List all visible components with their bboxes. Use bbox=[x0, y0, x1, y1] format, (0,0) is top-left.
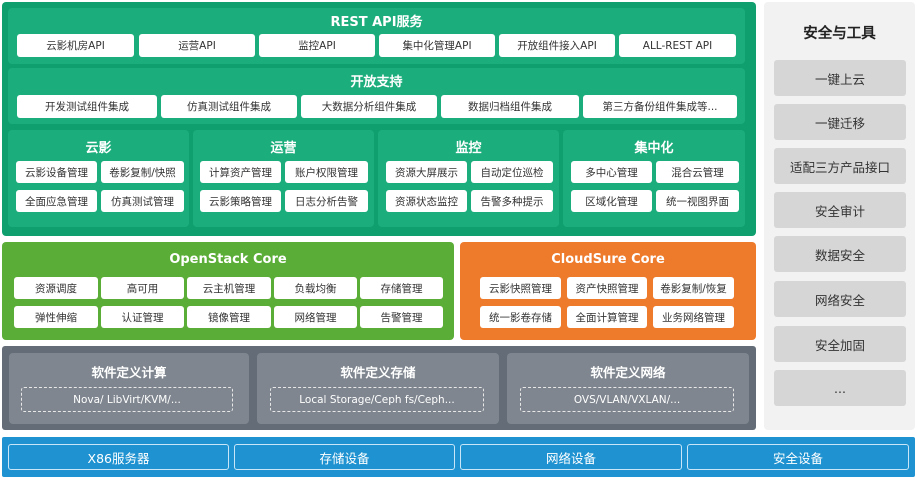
cloudsure-item[interactable]: 资产快照管理 bbox=[567, 277, 647, 299]
module-item[interactable]: 自动定位巡检 bbox=[471, 161, 553, 183]
open-support-item[interactable]: 数据归档组件集成 bbox=[441, 95, 579, 118]
security-item[interactable]: 安全加固 bbox=[774, 326, 906, 362]
rest-api-title: REST API服务 bbox=[330, 15, 423, 30]
openstack-title: OpenStack Core bbox=[169, 252, 287, 267]
module-item[interactable]: 卷影复制/快照 bbox=[101, 161, 184, 183]
open-support-item[interactable]: 大数据分析组件集成 bbox=[301, 95, 437, 118]
security-item-more[interactable]: ... bbox=[774, 370, 906, 406]
sd-network-title: 软件定义网络 bbox=[590, 365, 666, 380]
software-defined-compute bbox=[9, 353, 249, 424]
security-item[interactable]: 数据安全 bbox=[774, 236, 906, 272]
module-item[interactable]: 告警多种提示 bbox=[471, 190, 553, 212]
sd-storage-detail: Local Storage/Ceph fs/Ceph... bbox=[270, 387, 484, 412]
module-item[interactable]: 资源状态监控 bbox=[386, 190, 467, 212]
rest-api-item[interactable]: 监控API bbox=[259, 34, 375, 57]
software-defined-storage bbox=[257, 353, 499, 424]
hardware-item-network[interactable]: 网络设备 bbox=[460, 444, 682, 470]
security-item[interactable]: 一键迁移 bbox=[774, 104, 906, 140]
cloudsure-item[interactable]: 全面计算管理 bbox=[567, 306, 647, 328]
module-item[interactable]: 多中心管理 bbox=[571, 161, 652, 183]
module-item[interactable]: 资源大屏展示 bbox=[386, 161, 467, 183]
security-panel-title: 安全与工具 bbox=[803, 26, 876, 42]
openstack-item[interactable]: 资源调度 bbox=[14, 277, 98, 299]
open-support-title: 开放支持 bbox=[350, 75, 403, 90]
cloudsure-title: CloudSure Core bbox=[551, 252, 665, 267]
hardware-item-x86[interactable]: X86服务器 bbox=[8, 444, 229, 470]
rest-api-item[interactable]: 云影机房API bbox=[17, 34, 134, 57]
security-item[interactable]: 安全审计 bbox=[774, 192, 906, 228]
sd-storage-title: 软件定义存储 bbox=[340, 365, 416, 380]
openstack-item[interactable]: 高可用 bbox=[101, 277, 184, 299]
open-support-item[interactable]: 第三方备份组件集成等... bbox=[583, 95, 737, 118]
sd-compute-detail: Nova/ LibVirt/KVM/... bbox=[21, 387, 233, 412]
hardware-item-storage[interactable]: 存储设备 bbox=[234, 444, 455, 470]
security-item[interactable]: 网络安全 bbox=[774, 281, 906, 317]
openstack-item[interactable]: 认证管理 bbox=[101, 306, 184, 328]
module-item[interactable]: 全面应急管理 bbox=[16, 190, 97, 212]
cloudsure-item[interactable]: 业务网络管理 bbox=[653, 306, 734, 328]
security-item[interactable]: 适配三方产品接口 bbox=[774, 148, 906, 184]
rest-api-item[interactable]: 开放组件接入API bbox=[499, 34, 615, 57]
hardware-item-security[interactable]: 安全设备 bbox=[687, 444, 909, 470]
open-support-item[interactable]: 开发测试组件集成 bbox=[17, 95, 157, 118]
openstack-item[interactable]: 网络管理 bbox=[274, 306, 357, 328]
module-item[interactable]: 账户权限管理 bbox=[285, 161, 368, 183]
module-item[interactable]: 云影设备管理 bbox=[16, 161, 97, 183]
module-title: 运营 bbox=[270, 141, 297, 156]
module-item[interactable]: 日志分析告警 bbox=[285, 190, 368, 212]
openstack-item[interactable]: 负载均衡 bbox=[274, 277, 357, 299]
rest-api-item[interactable]: 运营API bbox=[139, 34, 255, 57]
cloudsure-item[interactable]: 统一影卷存储 bbox=[480, 306, 561, 328]
software-defined-network bbox=[507, 353, 749, 424]
module-item[interactable]: 仿真测试管理 bbox=[101, 190, 184, 212]
rest-api-item[interactable]: ALL-REST API bbox=[619, 34, 736, 57]
open-support-item[interactable]: 仿真测试组件集成 bbox=[161, 95, 297, 118]
openstack-item[interactable]: 弹性伸缩 bbox=[14, 306, 98, 328]
module-item[interactable]: 统一视图界面 bbox=[656, 190, 739, 212]
hardware-layer bbox=[2, 437, 915, 477]
module-item[interactable]: 云影策略管理 bbox=[200, 190, 281, 212]
sd-compute-title: 软件定义计算 bbox=[91, 365, 167, 380]
module-item[interactable]: 区域化管理 bbox=[571, 190, 652, 212]
module-title: 云影 bbox=[85, 141, 112, 156]
openstack-item[interactable]: 告警管理 bbox=[360, 306, 443, 328]
cloudsure-item[interactable]: 卷影复制/恢复 bbox=[653, 277, 734, 299]
module-item[interactable]: 混合云管理 bbox=[656, 161, 739, 183]
sd-network-detail: OVS/VLAN/VXLAN/... bbox=[520, 387, 734, 412]
module-title: 集中化 bbox=[634, 141, 674, 156]
module-item[interactable]: 计算资产管理 bbox=[200, 161, 281, 183]
openstack-item[interactable]: 存储管理 bbox=[360, 277, 443, 299]
module-title: 监控 bbox=[455, 141, 482, 156]
openstack-item[interactable]: 云主机管理 bbox=[187, 277, 271, 299]
security-item[interactable]: 一键上云 bbox=[774, 60, 906, 96]
cloudsure-item[interactable]: 云影快照管理 bbox=[480, 277, 561, 299]
rest-api-item[interactable]: 集中化管理API bbox=[379, 34, 495, 57]
openstack-item[interactable]: 镜像管理 bbox=[187, 306, 271, 328]
